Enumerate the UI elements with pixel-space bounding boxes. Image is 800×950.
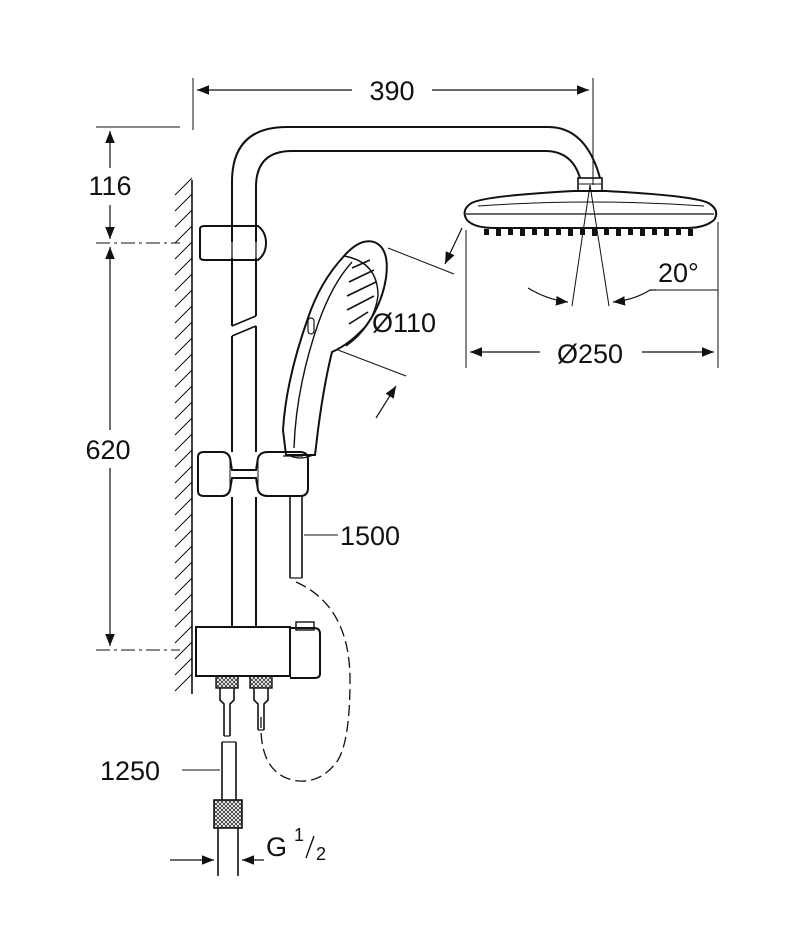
upper-bracket-body	[199, 225, 268, 261]
thread-prefix-label: G	[266, 832, 287, 862]
rail-break-symbol	[231, 315, 257, 337]
shower-hose: 1500	[260, 496, 400, 782]
tilt-arrow-right	[612, 289, 656, 306]
top-offset-label: 116	[88, 171, 131, 201]
dimension-head-diameter: Ø250	[465, 222, 719, 369]
supply-hose-nut	[213, 799, 243, 829]
hand-diameter-label: Ø110	[372, 308, 436, 338]
connector-left-stem	[219, 688, 235, 736]
arm-inner-edge	[255, 150, 581, 242]
thread-fraction-den: 2	[316, 844, 326, 864]
thread-fraction-num: 1	[294, 825, 304, 845]
hand-shower-spray-lines	[346, 259, 377, 325]
slider-holder	[197, 451, 309, 497]
dim-arrow-hand-bottom	[375, 385, 397, 419]
ext-line-hand-bottom	[337, 349, 407, 377]
upper-wall-bracket	[199, 225, 268, 261]
supply-connectors	[215, 675, 273, 737]
hand-shower-face	[343, 255, 379, 347]
head-shower-nozzles	[484, 229, 693, 236]
hand-shower-button	[307, 317, 315, 335]
supply-hose: 1250	[100, 741, 243, 876]
slide-rail	[231, 258, 257, 627]
hose-loop-dashed	[260, 581, 351, 782]
ext-line-hand-top	[387, 247, 455, 275]
head-shower-top-line	[477, 201, 705, 207]
hand-shower-cone	[285, 453, 316, 459]
head-shower-body	[463, 190, 718, 229]
dimension-arm-reach: 390	[192, 76, 594, 185]
dimension-vertical: 116 620	[85, 126, 180, 651]
dimension-hand-diameter: Ø110	[337, 227, 463, 419]
wall	[174, 177, 193, 694]
thread-fraction-slash	[305, 835, 315, 859]
hand-shower	[281, 240, 388, 459]
mixer-body	[195, 621, 321, 679]
hose-length-label: 1500	[340, 521, 400, 551]
overhead-arm	[231, 126, 601, 242]
wall-hatching	[174, 177, 193, 692]
connector-right-stem	[253, 688, 269, 730]
mixer-outlet	[290, 627, 321, 679]
mixer-outlet-cap	[295, 621, 315, 631]
slider-body	[197, 451, 309, 497]
rail-height-label: 620	[85, 435, 130, 465]
head-tilt-label: 20°	[658, 258, 699, 288]
supply-hose-length-label: 1250	[100, 756, 160, 786]
dimension-thread: G 1 2	[170, 825, 326, 865]
connector-right-nut	[249, 675, 273, 689]
connector-left-nut	[215, 675, 239, 689]
tilt-line-right	[589, 184, 610, 307]
arm-outer-edge	[231, 126, 601, 242]
mixer-housing	[195, 626, 291, 677]
head-diameter-label: Ø250	[557, 339, 623, 369]
tilt-arrow-left	[527, 287, 569, 306]
hand-shower-contour	[293, 261, 353, 449]
tilt-line-left	[571, 184, 591, 307]
dim-arrow-hand-top	[444, 227, 463, 265]
hand-shower-body	[281, 240, 388, 456]
arm-reach-label: 390	[369, 76, 414, 106]
head-shower: 20°	[463, 177, 718, 307]
